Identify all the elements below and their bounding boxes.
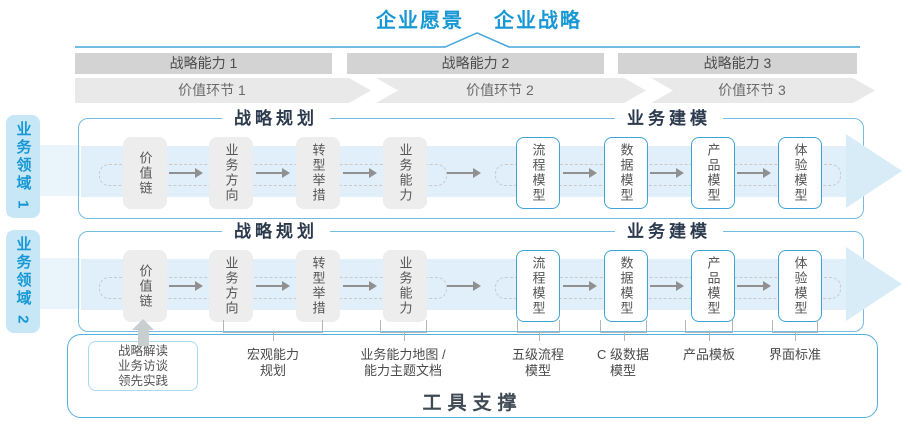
strategy-practice-box: 战略解读 业务访谈 领先实践 (88, 341, 198, 391)
flow-arrow-icon (737, 168, 771, 178)
business-direction-box: 业务方向 (209, 137, 253, 209)
brace-icon (772, 320, 818, 341)
flow-arrow-icon (256, 281, 290, 291)
business-domain-2-row: 战略规划 业务建模 价值链 业务方向 转型举措 业务能力 流程模型 数据模型 产… (78, 222, 902, 332)
business-domain-1-label: 业务领域 1 (6, 115, 40, 218)
annotation-product-template: 产品模板 (682, 347, 735, 362)
annotation-c-level-data-model: C 级数据 模型 (596, 347, 649, 378)
data-model-box: 数据模型 (604, 250, 648, 322)
dashed-track-planning (99, 164, 447, 186)
brace-icon (517, 320, 560, 341)
business-capability-box: 业务能力 (383, 137, 427, 209)
enterprise-vision-title: 企业愿景 (376, 10, 464, 32)
flow-arrow-icon (343, 168, 377, 178)
process-model-box: 流程模型 (516, 250, 560, 322)
product-model-box: 产品模型 (691, 137, 735, 209)
big-flow-arrowhead-icon (846, 247, 902, 321)
strategic-capability-bar-2: 战略能力 2 (347, 53, 604, 74)
annotation-ui-standard: 界面标准 (768, 347, 821, 362)
dashed-track-planning (99, 277, 447, 299)
brace-icon (600, 320, 647, 341)
value-chain-box: 价值链 (123, 137, 167, 209)
brace-icon (380, 320, 427, 341)
flow-arrow-icon (447, 281, 481, 291)
strategic-planning-header: 战略规划 (222, 222, 330, 242)
transformation-initiative-box: 转型举措 (296, 137, 340, 209)
flow-arrow-icon (563, 281, 597, 291)
business-domain-1-row: 战略规划 业务建模 价值链 业务方向 转型举措 业务能力 流程模型 数据模型 产… (78, 109, 902, 219)
flow-arrow-icon (169, 168, 203, 178)
annotation-capability-map-docs: 业务能力地图 / 能力主题文档 (360, 347, 446, 378)
dashed-track-modeling (495, 164, 841, 186)
strategic-planning-header: 战略规划 (222, 109, 330, 129)
value-link-chevron-3: 价值环节 3 (651, 78, 875, 103)
flow-arrow-icon (256, 168, 290, 178)
experience-model-box: 体验模型 (778, 137, 822, 209)
process-model-box: 流程模型 (516, 137, 560, 209)
enterprise-strategy-title: 企业战略 (494, 10, 582, 32)
dashed-track-modeling (495, 277, 841, 299)
strategic-capability-bar-3: 战略能力 3 (618, 53, 857, 74)
flow-arrow-icon (650, 281, 684, 291)
strategic-capability-bar-1: 战略能力 1 (75, 53, 332, 74)
flow-arrow-icon (169, 281, 203, 291)
brace-icon (685, 320, 733, 341)
flow-arrow-icon (447, 168, 481, 178)
product-model-box: 产品模型 (691, 250, 735, 322)
experience-model-box: 体验模型 (778, 250, 822, 322)
data-model-box: 数据模型 (604, 137, 648, 209)
business-modeling-header: 业务建模 (615, 109, 723, 129)
business-modeling-header: 业务建模 (615, 222, 723, 242)
row1-connector-band (40, 145, 80, 196)
tool-support-frame: 工具支撑 (67, 334, 878, 418)
value-link-chevron-2: 价值环节 2 (376, 78, 646, 103)
brace-icon (223, 320, 323, 341)
business-capability-box: 业务能力 (383, 250, 427, 322)
value-chain-box: 价值链 (123, 250, 167, 322)
tool-support-title: 工具支撑 (422, 393, 523, 414)
business-direction-box: 业务方向 (209, 250, 253, 322)
flow-arrow-icon (650, 168, 684, 178)
transformation-initiative-box: 转型举措 (296, 250, 340, 322)
big-flow-arrowhead-icon (846, 134, 902, 208)
flow-arrow-icon (343, 281, 377, 291)
annotation-five-level-process-model: 五级流程 模型 (511, 347, 564, 378)
business-domain-2-label: 业务领域 2 (6, 230, 40, 333)
annotation-macro-capability-planning: 宏观能力 规划 (246, 347, 299, 378)
value-link-chevron-1: 价值环节 1 (75, 78, 371, 103)
flow-arrow-icon (737, 281, 771, 291)
row2-connector-band (40, 258, 80, 309)
up-arrow-icon (132, 319, 154, 346)
flow-arrow-icon (563, 168, 597, 178)
